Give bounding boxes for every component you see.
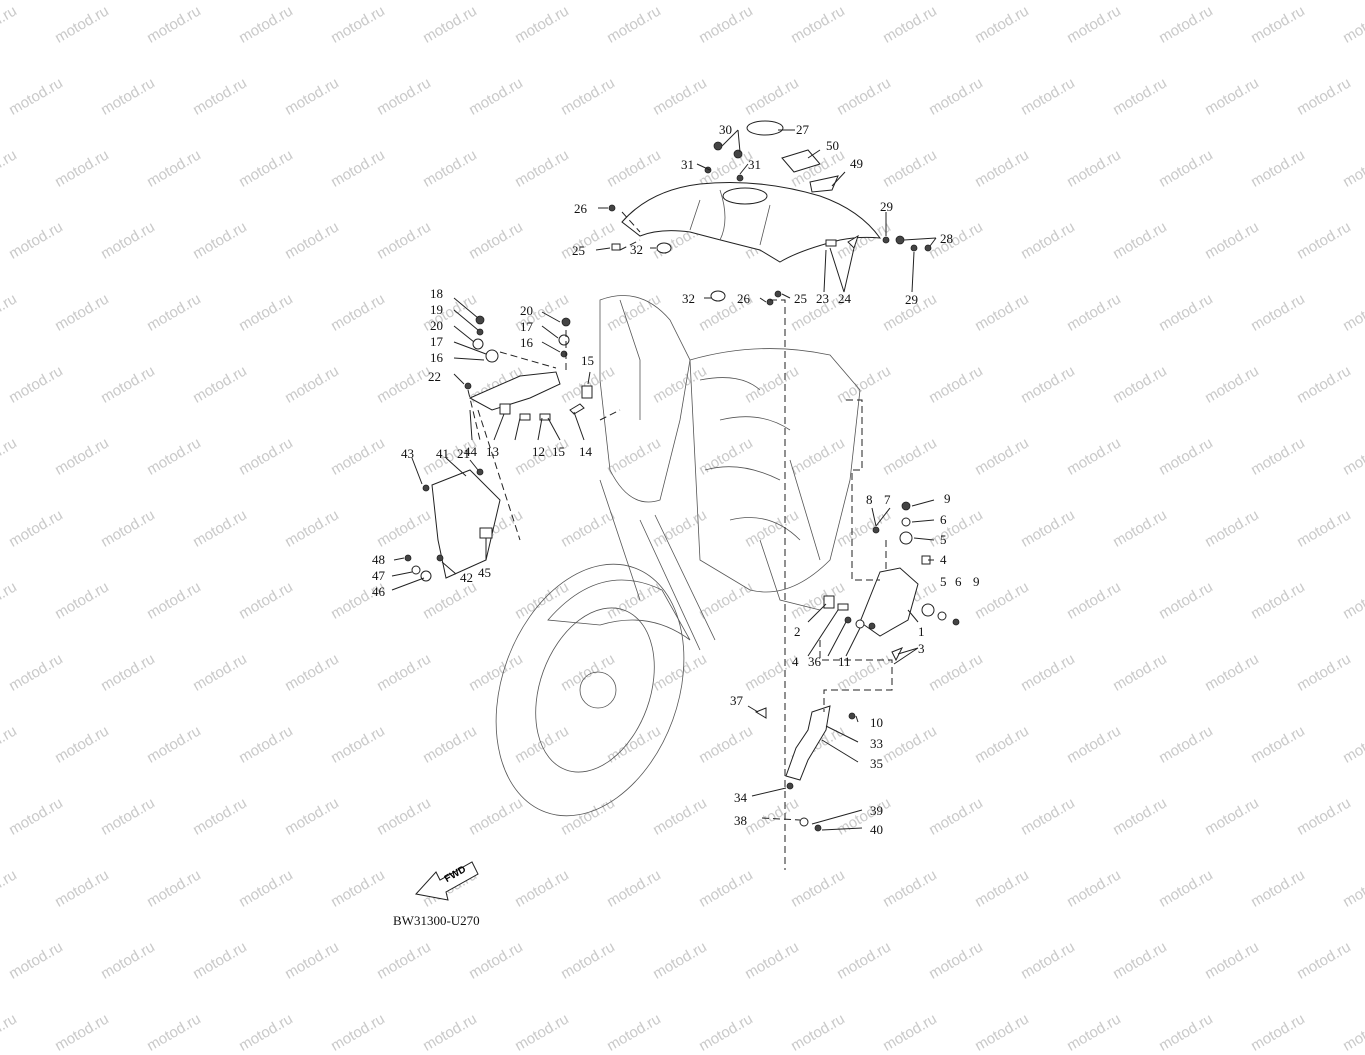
callout-number-29: 29 [905,292,918,307]
callout-number-33: 33 [870,736,883,751]
callout-number-44: 44 [464,444,477,459]
callout-number-38: 38 [734,813,747,828]
callout-number-19: 19 [430,302,443,317]
callout-number-48: 48 [372,552,385,567]
callout-number-49: 49 [850,156,863,171]
callout-number-29: 29 [880,199,893,214]
callout-number-23: 23 [816,291,829,306]
callout-number-42: 42 [460,570,473,585]
callout-number-17: 17 [430,334,443,349]
callout-number-34: 34 [734,790,747,805]
callout-number-17: 17 [520,319,533,334]
tank-cover-part [621,182,882,263]
exploded-view-drawing [391,120,960,901]
callout-number-14: 14 [579,444,592,459]
leader-lines [391,129,937,831]
callout-number-8: 8 [866,492,873,507]
callout-number-10: 10 [870,715,883,730]
callout-number-39: 39 [870,803,883,818]
callout-number-15: 15 [581,353,594,368]
callout-number-18: 18 [430,286,443,301]
callout-number-32: 32 [630,242,643,257]
callout-number-26: 26 [574,201,587,216]
callout-number-2: 2 [794,624,801,639]
callout-number-1: 1 [918,624,925,639]
callout-number-6: 6 [955,574,962,589]
callout-number-46: 46 [372,584,385,599]
callout-number-50: 50 [826,138,839,153]
fwd-arrow-icon [415,861,479,901]
callout-number-12: 12 [532,444,545,459]
callout-number-37: 37 [730,693,743,708]
callout-number-4: 4 [792,654,799,669]
lower-bracket-part [785,705,831,781]
callout-number-40: 40 [870,822,883,837]
callout-number-4: 4 [940,552,947,567]
callout-number-41: 41 [436,446,449,461]
cap-ring-27 [746,120,784,136]
callout-number-5: 5 [940,532,947,547]
callout-number-9: 9 [973,574,980,589]
callout-number-15: 15 [552,444,565,459]
callout-number-32: 32 [682,291,695,306]
assembly-lines [467,211,893,870]
callout-number-45: 45 [478,565,491,580]
label-50 [781,149,821,173]
callout-number-25: 25 [572,243,585,258]
callout-number-24: 24 [838,291,851,306]
left-bracket-part [431,371,561,579]
label-49 [809,175,839,193]
callout-number-36: 36 [808,654,821,669]
callout-number-7: 7 [884,492,891,507]
callout-number-43: 43 [401,446,414,461]
callout-number-16: 16 [520,335,533,350]
callout-number-25: 25 [794,291,807,306]
callout-number-13: 13 [486,444,499,459]
callout-number-5: 5 [940,574,947,589]
callout-number-6: 6 [940,512,947,527]
callout-number-30: 30 [719,122,732,137]
callout-number-28: 28 [940,231,953,246]
callout-number-31: 31 [681,157,694,172]
callout-number-27: 27 [796,122,809,137]
callout-number-22: 22 [428,369,441,384]
callout-number-11: 11 [838,654,851,669]
callout-number-3: 3 [918,641,925,656]
drawing-code: BW31300-U270 [393,913,480,928]
callout-number-35: 35 [870,756,883,771]
callout-number-16: 16 [430,350,443,365]
callout-number-26: 26 [737,291,750,306]
callout-number-9: 9 [944,491,951,506]
callout-number-21: 21 [457,446,470,461]
callout-number-31: 31 [748,157,761,172]
callout-number-20: 20 [520,303,533,318]
callout-number-20: 20 [430,318,443,333]
motorcycle-outline [495,295,861,817]
callout-number-47: 47 [372,568,385,583]
